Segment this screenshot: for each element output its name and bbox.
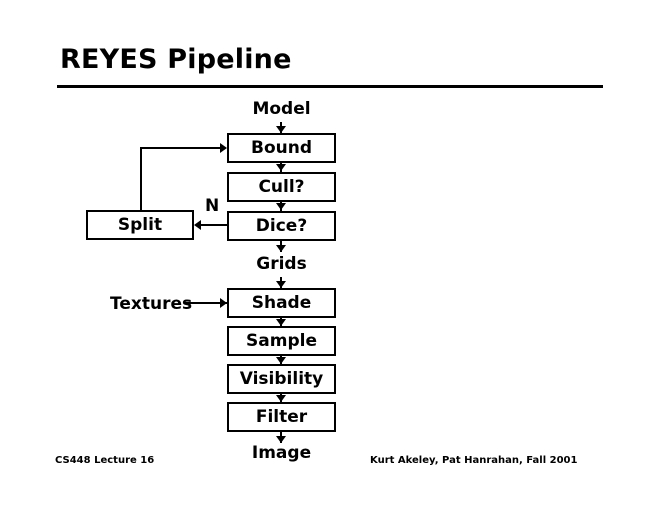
node-sample[interactable]: Sample <box>227 326 336 356</box>
title-divider <box>57 85 603 88</box>
footer-authors-label: Kurt Akeley, Pat Hanrahan, Fall 2001 <box>370 455 578 466</box>
diagram-label-branch-n: N <box>205 196 220 216</box>
node-cull[interactable]: Cull? <box>227 172 336 202</box>
edge-split-to-bound-horizontal <box>140 147 222 149</box>
edge-visibility-to-filter-arrow <box>276 395 286 402</box>
node-bound[interactable]: Bound <box>227 133 336 163</box>
node-filter[interactable]: Filter <box>227 402 336 432</box>
edge-filter-to-image-arrow <box>276 436 286 443</box>
edge-split-to-bound-arrow <box>220 143 227 153</box>
node-dice[interactable]: Dice? <box>227 211 336 241</box>
diagram-label-textures: Textures <box>110 294 193 314</box>
node-visibility[interactable]: Visibility <box>227 364 336 394</box>
diagram-label-grids: Grids <box>256 254 307 274</box>
diagram-label-model: Model <box>252 99 311 119</box>
edge-model-to-bound-arrow <box>276 126 286 133</box>
edge-dice-to-split-line <box>200 224 227 226</box>
node-split[interactable]: Split <box>86 210 194 240</box>
edge-split-to-bound-vertical <box>140 148 142 210</box>
edge-textures-to-shade-arrow <box>220 298 227 308</box>
edge-shade-to-sample-arrow <box>276 319 286 326</box>
page-title: REYES Pipeline <box>60 44 292 75</box>
edge-sample-to-visibility-arrow <box>276 357 286 364</box>
edge-textures-to-shade-line <box>185 302 227 304</box>
edge-bound-to-cull-arrow <box>276 164 286 171</box>
node-shade[interactable]: Shade <box>227 288 336 318</box>
footer-course-label: CS448 Lecture 16 <box>55 455 155 466</box>
edge-dice-to-split-arrow <box>194 220 201 230</box>
diagram-label-image: Image <box>251 443 312 463</box>
edge-cull-to-dice-arrow <box>276 203 286 210</box>
edge-dice-to-grids-arrow <box>276 245 286 252</box>
edge-grids-to-shade-arrow <box>276 281 286 288</box>
